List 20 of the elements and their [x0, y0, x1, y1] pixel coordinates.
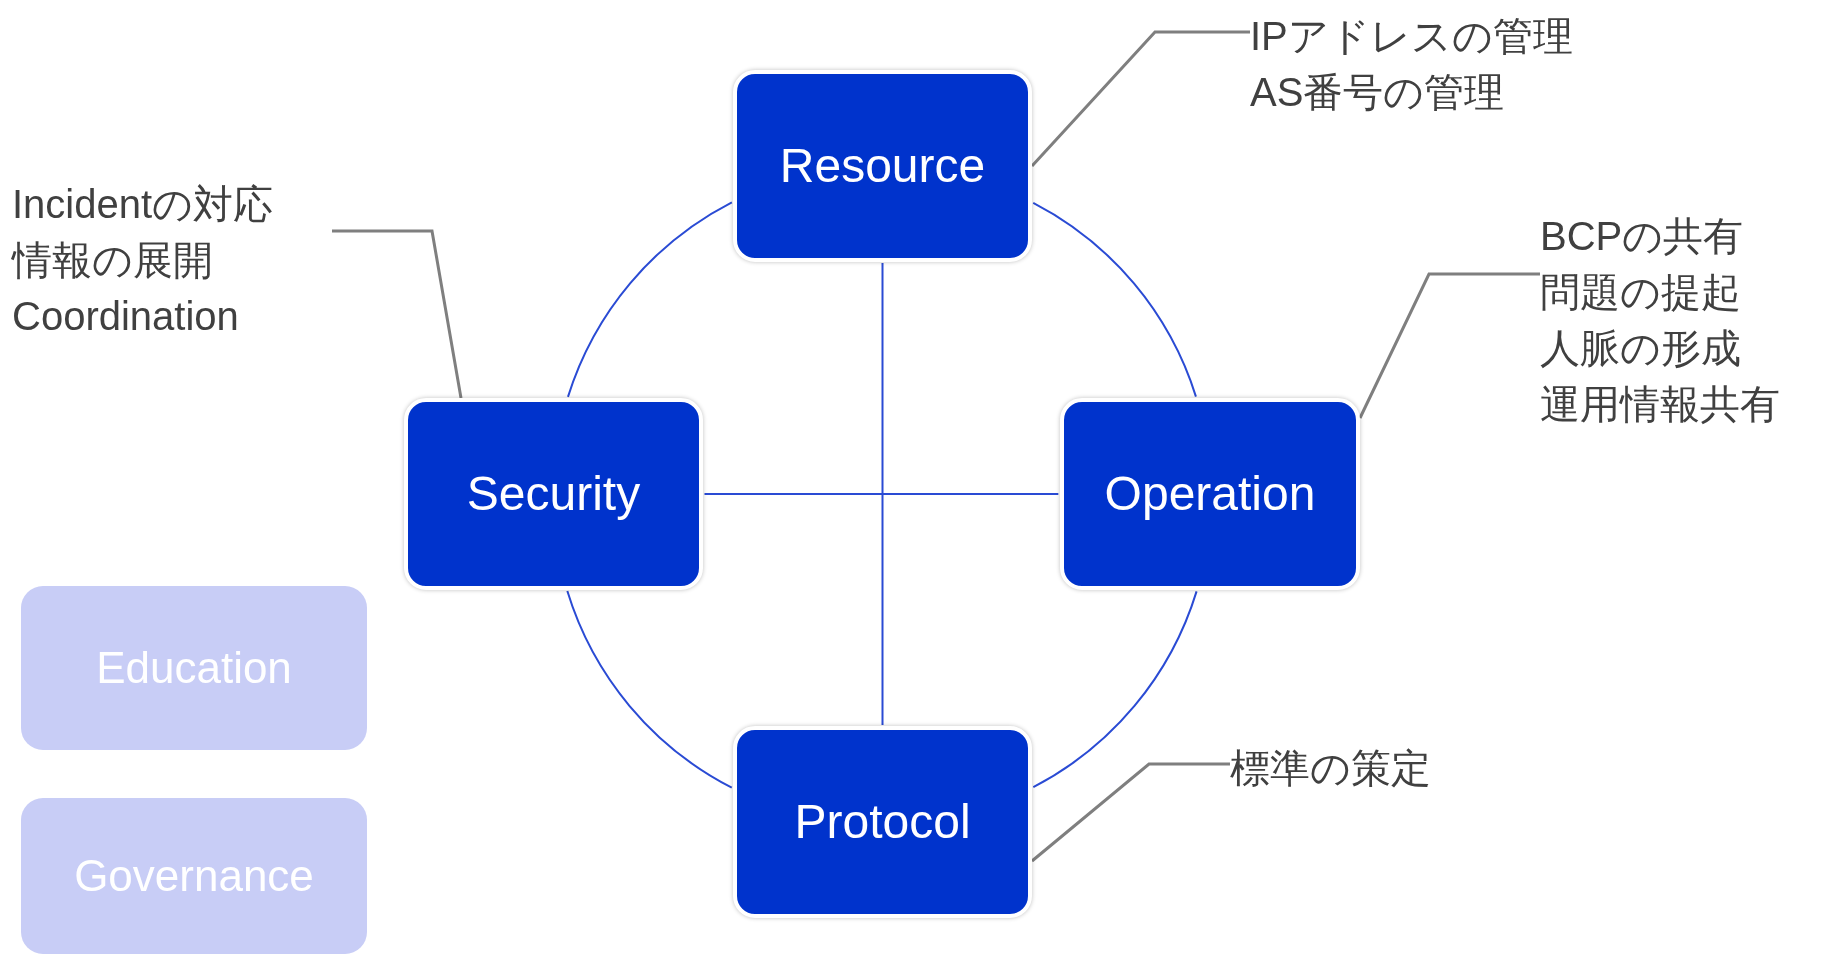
leader-line — [1358, 272, 1540, 419]
note-text: 標準の策定 — [1230, 745, 1431, 792]
leader-line — [1030, 30, 1250, 167]
arc-connector — [1032, 590, 1198, 789]
note-text: Incidentの対応 — [12, 181, 274, 228]
note-text: 運用情報共有 — [1540, 381, 1780, 428]
connector-line — [881, 262, 884, 726]
note-text: BCPの共有 — [1540, 213, 1744, 260]
note-text: AS番号の管理 — [1250, 69, 1505, 116]
note-text: 人脈の形成 — [1540, 325, 1741, 372]
leader-line — [332, 229, 463, 399]
leader-line — [1031, 762, 1230, 863]
connector-line — [703, 493, 1060, 495]
note-text: 問題の提起 — [1540, 269, 1741, 316]
note-text: 情報の展開 — [12, 237, 213, 284]
arc-connector — [566, 590, 733, 789]
note-text: Coordination — [12, 293, 239, 340]
note-text: IPアドレスの管理 — [1250, 13, 1573, 60]
arc-connector — [566, 201, 733, 398]
arc-connector — [1032, 201, 1197, 398]
